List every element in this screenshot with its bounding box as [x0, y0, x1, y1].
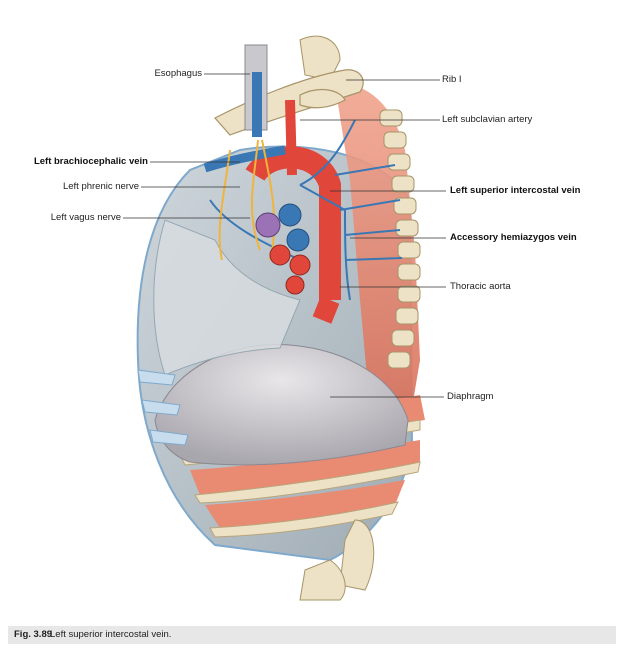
figure-caption: Fig. 3.89 Left superior intercostal vein…: [8, 626, 616, 644]
label-diaphragm: Diaphragm: [447, 391, 494, 402]
label-left-brachiocephalic-vein: Left brachiocephalic vein: [33, 156, 148, 167]
pulmonary-vessels: [255, 203, 311, 295]
label-thoracic-aorta: Thoracic aorta: [450, 281, 511, 292]
intercostal-veins: [209, 119, 403, 301]
label-rib-1: Rib I: [442, 74, 462, 85]
label-esophagus: Esophagus: [154, 68, 202, 79]
label-left-phrenic-nerve: Left phrenic nerve: [62, 181, 139, 192]
esophagus-trachea: [244, 44, 268, 137]
label-accessory-hemiazygos-vein: Accessory hemiazygos vein: [450, 232, 577, 243]
aorta: [245, 99, 341, 324]
leader-lines: [123, 73, 446, 398]
anterior-rib-stubs: [137, 369, 189, 446]
thorax-illustration: [123, 35, 446, 601]
lung-outline: [153, 219, 301, 376]
caption-number: Fig. 3.89: [14, 629, 53, 640]
label-left-superior-intercostal-vein: Left superior intercostal vein: [450, 185, 581, 196]
label-left-subclavian-artery: Left subclavian artery: [442, 114, 533, 125]
left-brachiocephalic-vein-shape: [203, 145, 286, 173]
caption-text: Left superior intercostal vein.: [50, 629, 172, 640]
label-left-vagus-nerve: Left vagus nerve: [50, 212, 121, 223]
nerves: [218, 139, 276, 261]
